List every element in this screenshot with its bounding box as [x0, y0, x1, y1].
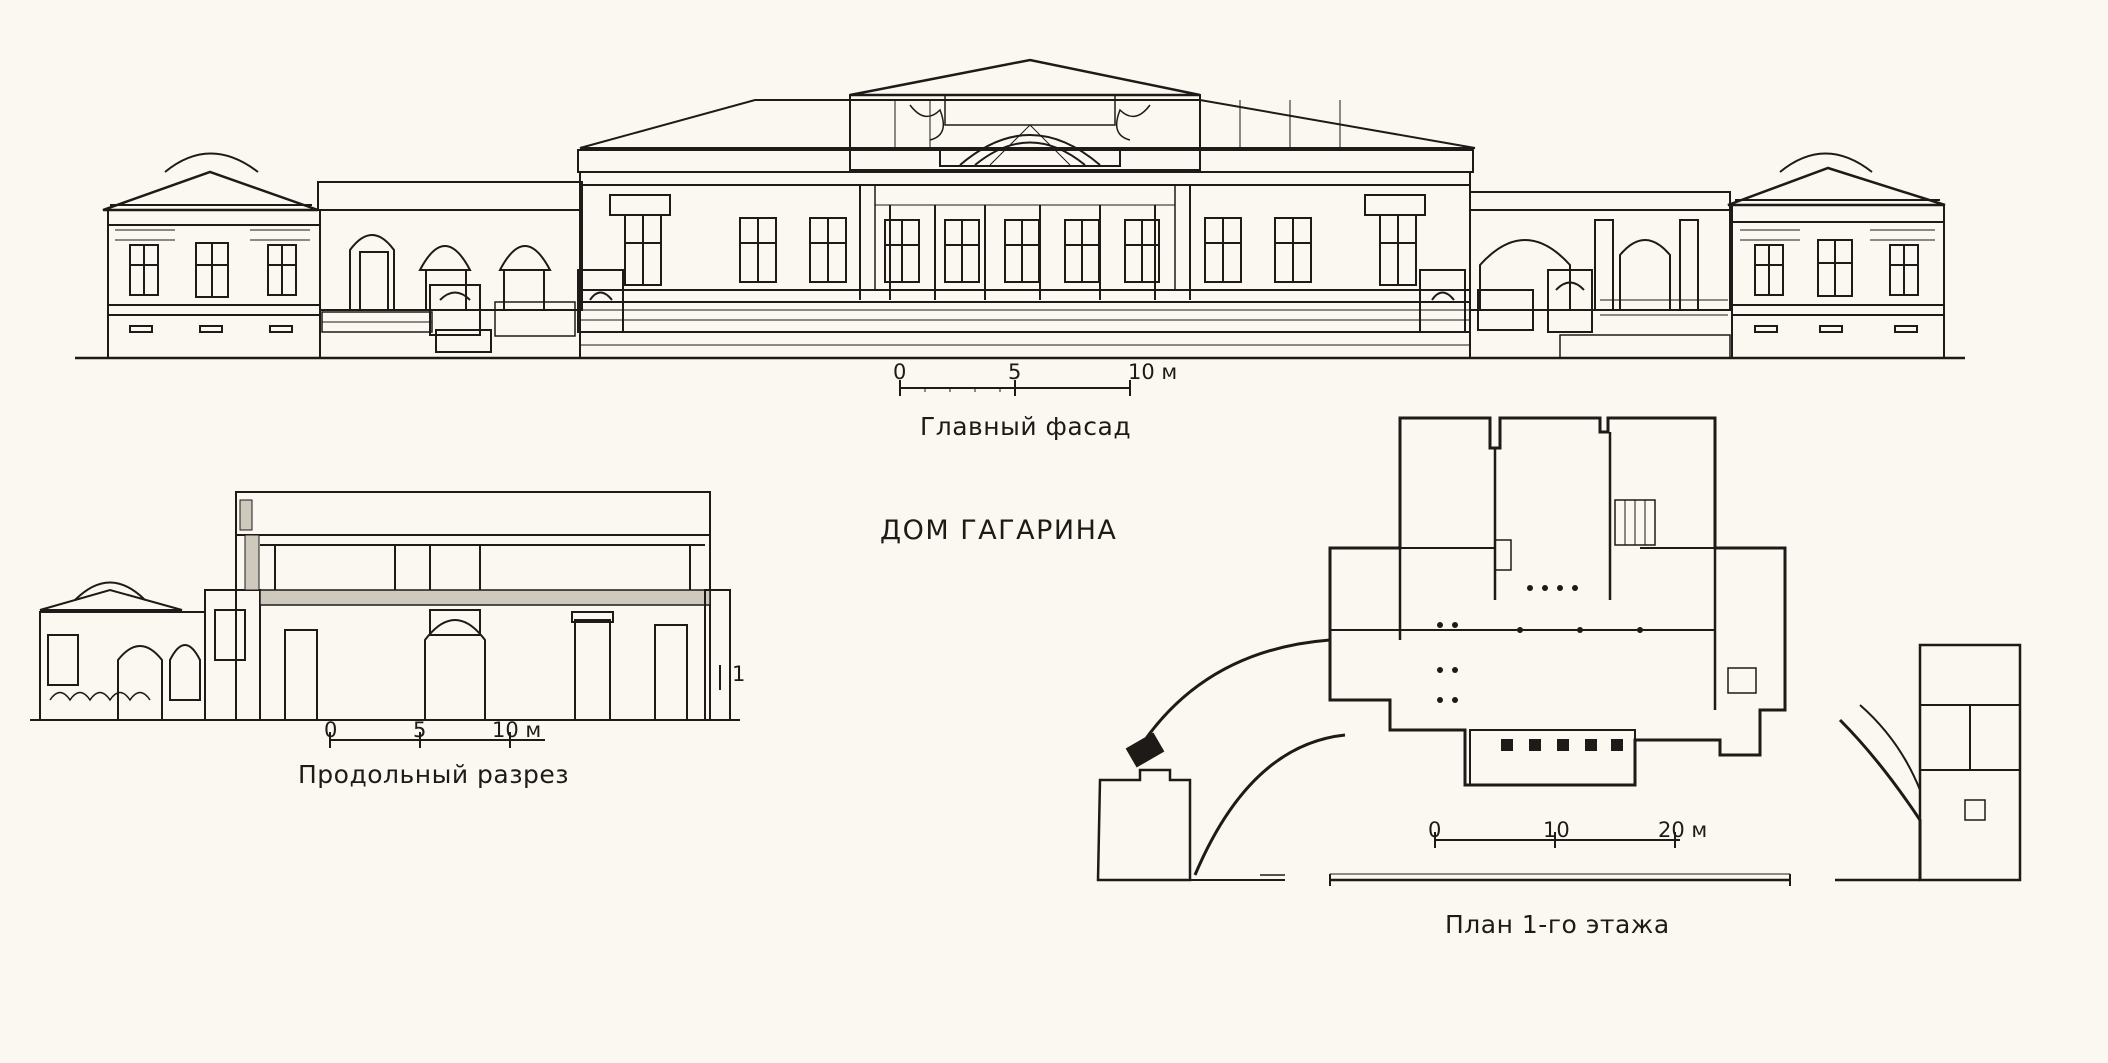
facade-caption: Главный фасад [920, 412, 1132, 441]
plan-scale-bar [1434, 832, 1680, 848]
longitudinal-section [30, 491, 740, 748]
right-gallery [1469, 191, 1731, 359]
central-roof [579, 99, 1476, 149]
drawing-title: ДОМ ГАГАРИНА [880, 515, 1118, 546]
main-facade-elevation [75, 58, 1965, 396]
section-scale-label-10: 10 м [492, 718, 542, 742]
masonry-hatching [115, 229, 1935, 241]
plan-scale-label-20: 20 м [1658, 818, 1708, 842]
left-gallery [317, 181, 583, 353]
central-attic [849, 58, 1201, 171]
first-floor-plan [1096, 416, 2022, 886]
section-caption: Продольный разрез [298, 760, 570, 789]
facade-scale-bar [899, 380, 1131, 396]
plan-scale-label-0: 0 [1428, 818, 1442, 842]
central-block [577, 149, 1474, 359]
facade-scale-label-0: 0 [893, 360, 907, 384]
facade-scale-label-5: 5 [1008, 360, 1022, 384]
plan-caption: План 1-го этажа [1445, 910, 1670, 939]
section-marker: 1 [732, 662, 746, 686]
plan-scale-label-10: 10 [1543, 818, 1570, 842]
section-scale-label-0: 0 [324, 718, 338, 742]
right-pavilion [1727, 152, 1946, 359]
facade-scale-label-10: 10 м [1128, 360, 1178, 384]
section-scale-bar [329, 732, 545, 748]
left-pavilion [102, 152, 321, 359]
section-scale-label-5: 5 [413, 718, 427, 742]
